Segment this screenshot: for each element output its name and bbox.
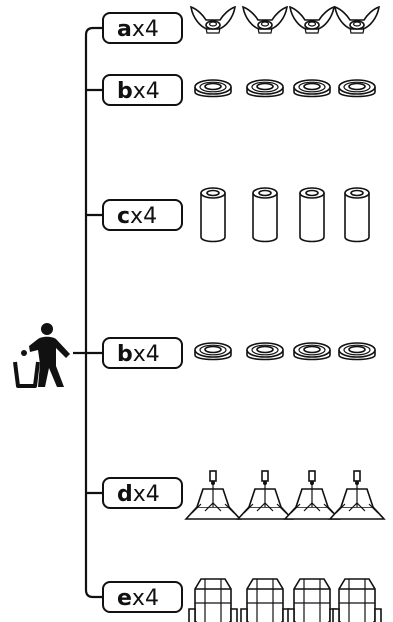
connector-spine (84, 26, 103, 599)
bracket-clip-icon (188, 578, 238, 622)
spacer-tube-icon (200, 187, 226, 243)
washer-icon (338, 342, 376, 361)
part-quantity: x4 (130, 204, 157, 229)
label-box (102, 12, 183, 44)
part-letter: e (117, 586, 132, 611)
part-quantity: x4 (133, 79, 160, 104)
label-box (102, 581, 183, 613)
bracket-clip-icon (332, 578, 382, 622)
part-letter: c (117, 204, 130, 229)
connector-tree (73, 26, 103, 599)
part-letter: b (117, 342, 133, 367)
wing-nut-icon (289, 6, 335, 34)
part-label-5: ex4 (102, 581, 183, 613)
part-quantity: x4 (133, 342, 160, 367)
washer-icon (293, 342, 331, 361)
foot-pad-icon (185, 470, 241, 520)
spacer-tube-icon (299, 187, 325, 243)
washer-icon (194, 79, 232, 98)
foot-pad-icon (237, 470, 293, 520)
person-discarding-trash-icon (13, 323, 70, 388)
part-quantity: x4 (132, 17, 159, 42)
wing-nut-icon (334, 6, 380, 34)
wing-nut-icon (190, 6, 236, 34)
label-text: ex4 (117, 586, 159, 611)
part-label-1: bx4 (102, 74, 183, 106)
washer-icon (194, 342, 232, 361)
wing-nut-icon (242, 6, 288, 34)
washer-icon (293, 79, 331, 98)
bracket-clip-icon (240, 578, 290, 622)
part-letter: d (117, 482, 133, 507)
label-text: dx4 (117, 482, 160, 507)
washer-icon (246, 79, 284, 98)
part-label-2: cx4 (102, 199, 183, 231)
foot-pad-icon (329, 470, 385, 520)
label-text: bx4 (117, 342, 160, 367)
label-box (102, 337, 183, 369)
spacer-tube-icon (252, 187, 278, 243)
foot-pad-icon (284, 470, 340, 520)
label-box (102, 74, 183, 106)
part-label-3: bx4 (102, 337, 183, 369)
part-quantity: x4 (132, 586, 159, 611)
part-label-0: ax4 (102, 12, 183, 44)
part-letter: b (117, 79, 133, 104)
label-text: bx4 (117, 79, 160, 104)
label-box (102, 199, 183, 231)
washer-icon (338, 79, 376, 98)
label-text: cx4 (117, 204, 157, 229)
label-box (102, 477, 183, 509)
part-letter: a (117, 17, 132, 42)
spacer-tube-icon (344, 187, 370, 243)
part-label-4: dx4 (102, 477, 183, 509)
part-quantity: x4 (133, 482, 160, 507)
washer-icon (246, 342, 284, 361)
bracket-clip-icon (287, 578, 337, 622)
label-text: ax4 (117, 17, 159, 42)
